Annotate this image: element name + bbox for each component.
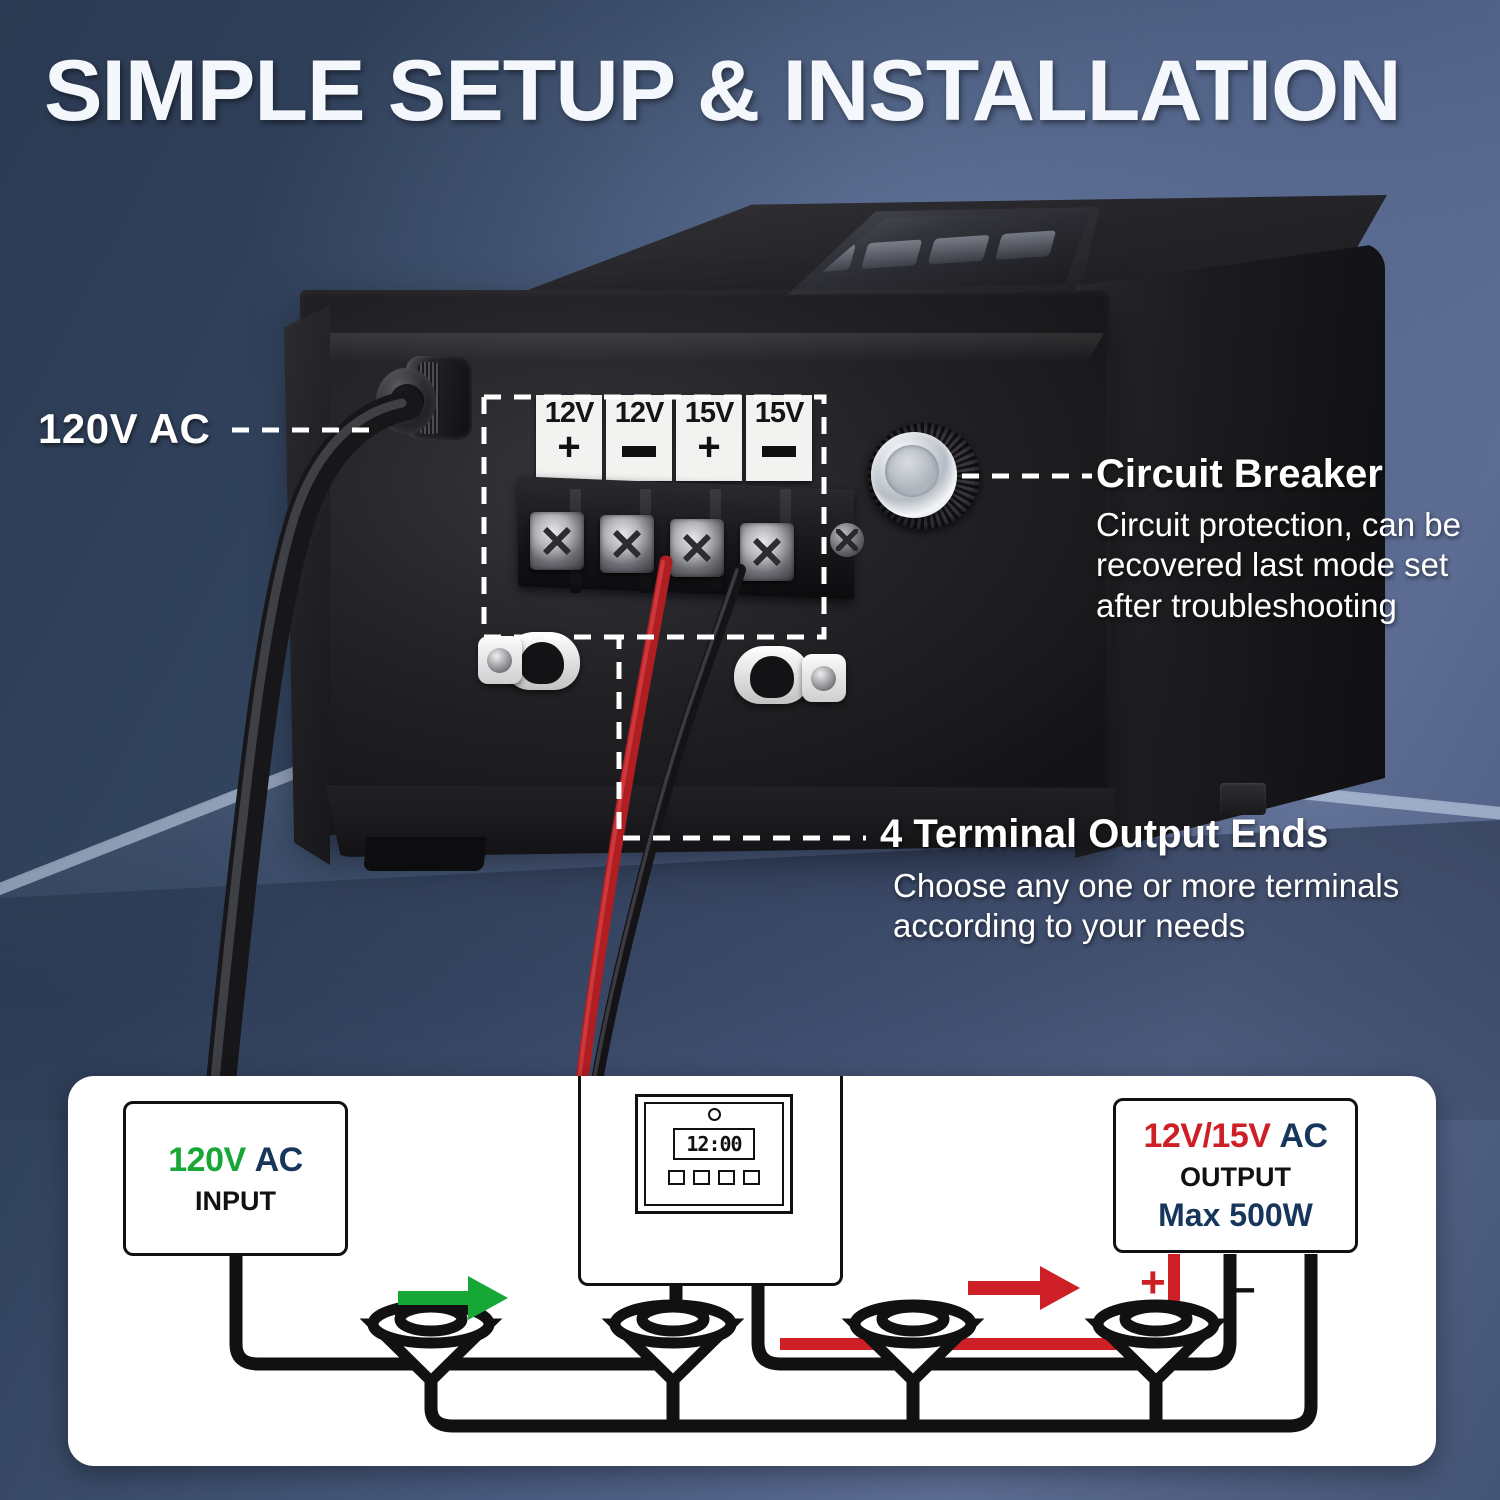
timer-button-1[interactable] (668, 1170, 685, 1185)
timer-button-3[interactable] (718, 1170, 735, 1185)
output-ac-label: AC (1279, 1117, 1328, 1155)
diagram-input-box: 120V AC INPUT (123, 1101, 348, 1256)
unit-right-side-face (1075, 243, 1385, 858)
output-power-label: Max 500W (1158, 1197, 1313, 1233)
terminal-polarity-plus-icon: + (697, 425, 721, 469)
timer-switch-illustration: 12:00 (635, 1094, 793, 1214)
timer-led-icon (708, 1108, 721, 1121)
terminal-voltage: 12V (614, 397, 665, 429)
terminal-label-15v-plus: 15V + (676, 395, 742, 481)
callout-title-circuit-breaker: Circuit Breaker (1096, 452, 1383, 496)
terminal-block-side-screw (830, 523, 864, 557)
cable-clip-right (728, 640, 846, 704)
wiring-diagram-panel: 120V AC INPUT 12:00 12V/15V AC OUTPUT Ma… (68, 1076, 1436, 1466)
cable-gland (372, 352, 480, 452)
output-direction-label: OUTPUT (1180, 1162, 1291, 1192)
diagram-polarity-plus: + (1140, 1258, 1166, 1307)
callout-title-terminal-output: 4 Terminal Output Ends (880, 812, 1329, 856)
callout-label-120v-ac: 120V AC (38, 405, 211, 452)
unit-mounting-flange (284, 305, 330, 865)
input-direction-label: INPUT (195, 1185, 276, 1216)
terminal-screw-12v-minus[interactable] (600, 515, 654, 573)
unit-side-detail (1220, 783, 1266, 815)
diagram-polarity-minus: – (1231, 1263, 1256, 1312)
terminal-screw-15v-plus[interactable] (670, 519, 724, 577)
timer-button-2[interactable] (693, 1170, 710, 1185)
terminal-screw-15v-minus[interactable] (740, 523, 794, 581)
timer-button-4[interactable] (743, 1170, 760, 1185)
diagram-controller-box: 12:00 (578, 1076, 843, 1286)
terminal-voltage: 12V (544, 397, 595, 429)
output-voltage: 12V/15V (1143, 1117, 1271, 1155)
callout-body-circuit-breaker: Circuit protection, can be recovered las… (1096, 506, 1462, 624)
light-fixture (601, 1299, 745, 1389)
callout-body-terminal-output: Choose any one or more terminals accordi… (893, 867, 1400, 945)
light-fixture (359, 1299, 503, 1389)
terminal-polarity-plus-icon: + (557, 425, 581, 469)
timer-display: 12:00 (673, 1128, 755, 1160)
terminal-voltage: 15V (754, 397, 805, 429)
terminal-label-12v-plus: 12V + (536, 395, 602, 481)
input-ac-label: AC (254, 1140, 304, 1179)
page-title: SIMPLE SETUP & INSTALLATION (44, 43, 1402, 139)
diagram-wires (229, 1216, 1318, 1433)
terminal-polarity-minus-icon (762, 446, 796, 457)
unit-foot (363, 837, 487, 871)
terminal-label-strip: 12V + 12V 15V + 15V (536, 395, 812, 481)
terminal-label-12v-minus: 12V (606, 395, 672, 481)
light-fixture (841, 1299, 985, 1389)
terminal-polarity-minus-icon (622, 446, 656, 457)
terminal-screw-12v-plus[interactable] (530, 512, 584, 570)
terminal-block: 12V + 12V 15V + 15V (478, 395, 868, 620)
circuit-breaker-button[interactable] (868, 423, 980, 529)
terminal-voltage: 15V (684, 397, 735, 429)
input-flow-arrow (398, 1276, 508, 1320)
input-voltage: 120V (168, 1140, 246, 1179)
diagram-output-box: 12V/15V AC OUTPUT Max 500W (1113, 1098, 1358, 1253)
light-fixture (1084, 1299, 1228, 1389)
timer-button-row (668, 1170, 760, 1185)
terminal-label-15v-minus: 15V (746, 395, 812, 481)
output-flow-arrow (968, 1266, 1080, 1310)
cable-clip-left (478, 630, 596, 692)
